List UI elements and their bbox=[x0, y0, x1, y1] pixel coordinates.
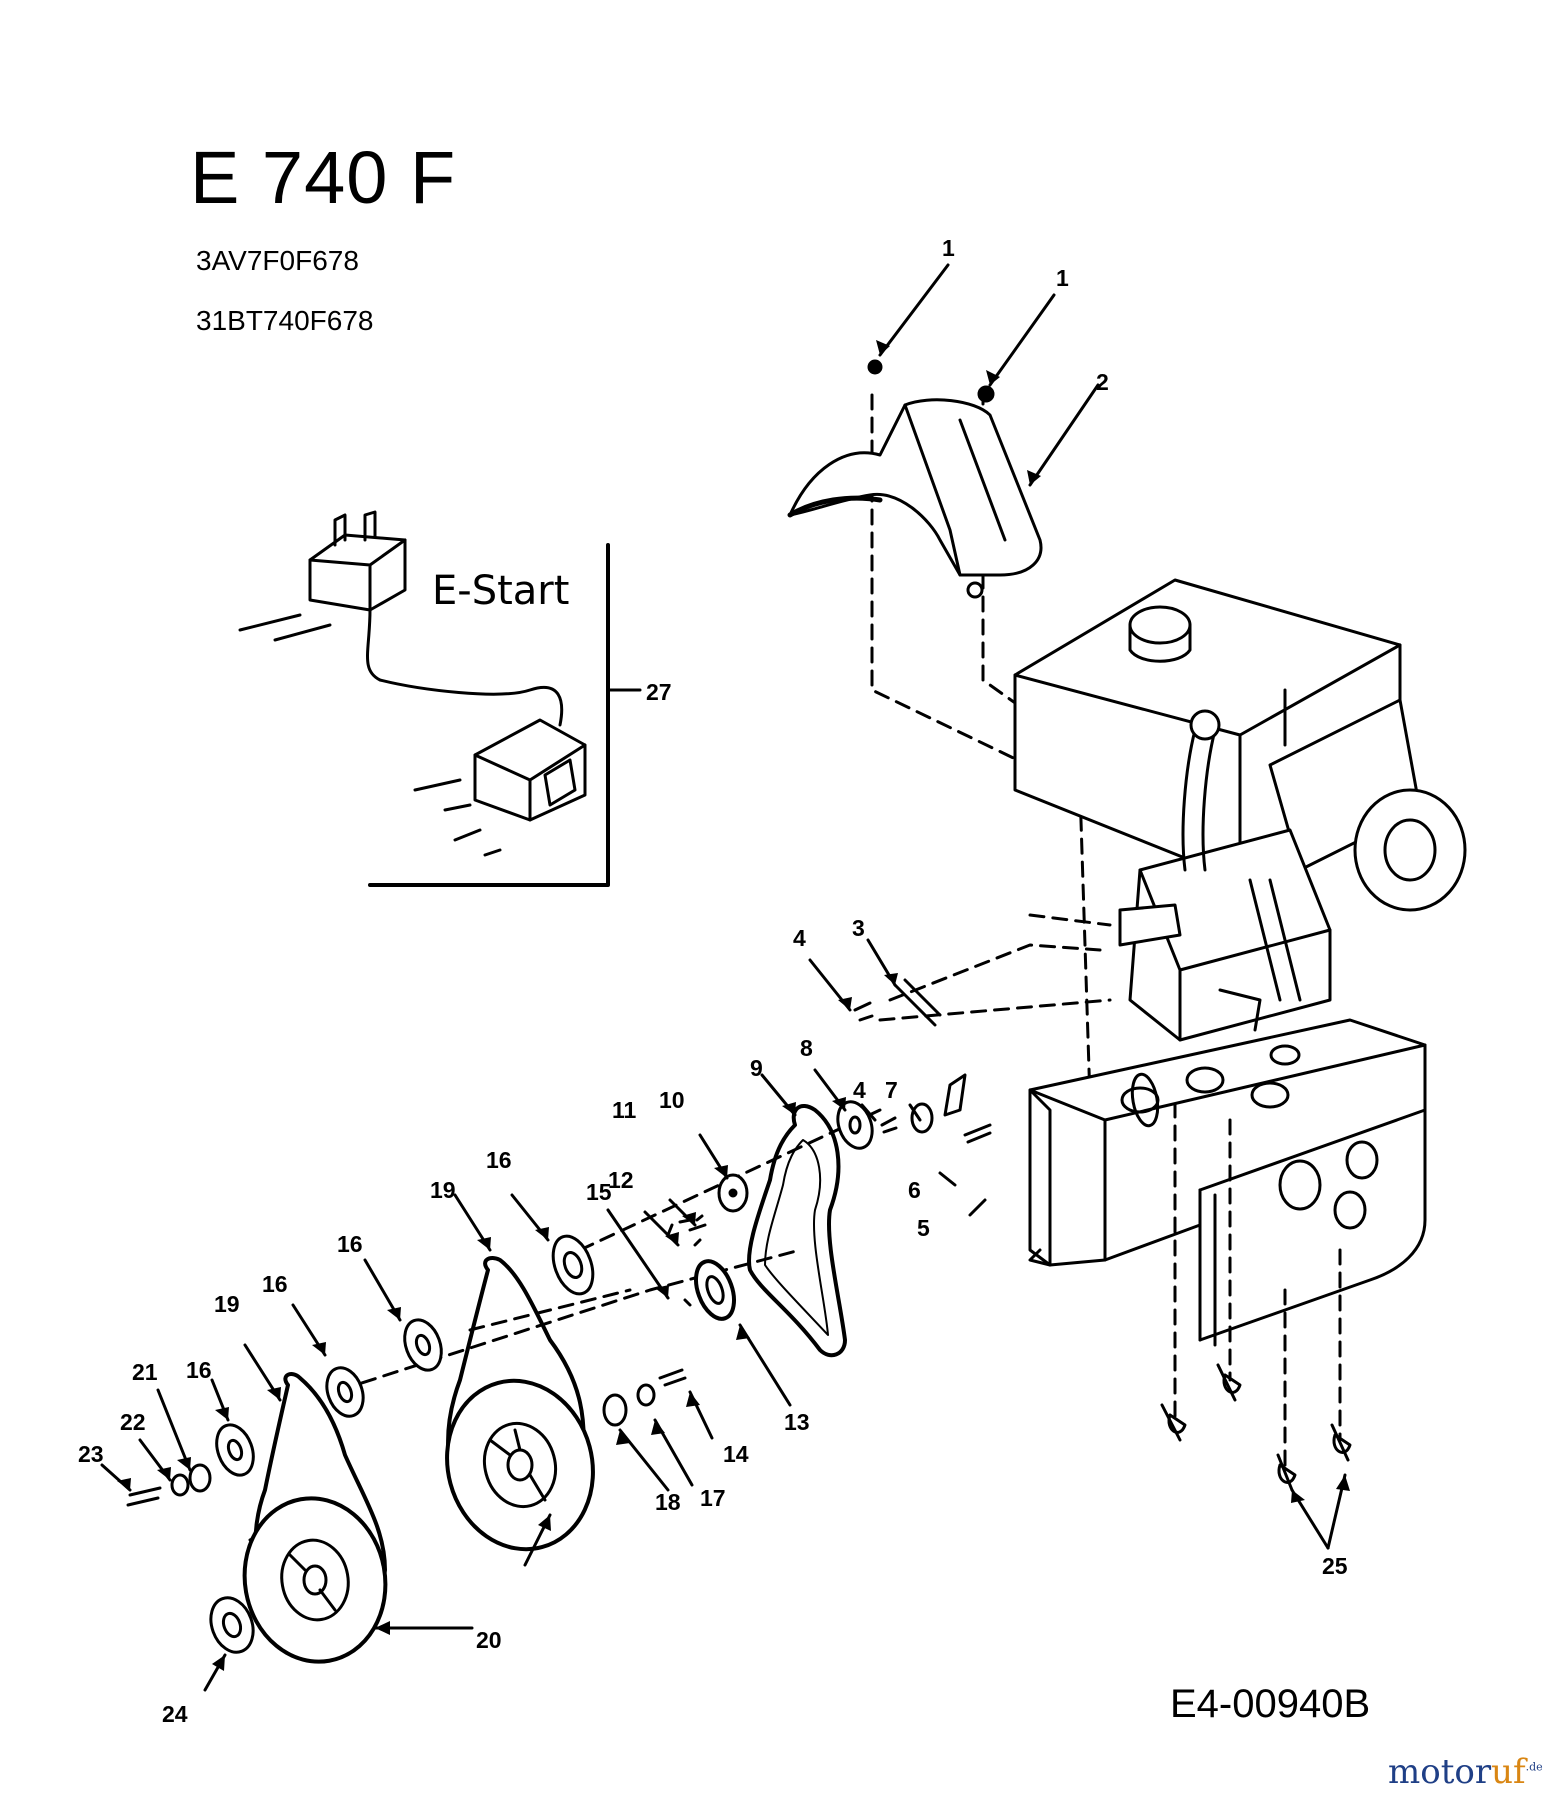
e-start-inset bbox=[238, 510, 642, 887]
document-number: E4-00940B bbox=[1170, 1682, 1371, 1726]
callout-15: 15 bbox=[586, 1179, 612, 1205]
model-code-2: 31BT740F678 bbox=[196, 305, 374, 336]
callout-3: 3 bbox=[852, 915, 865, 941]
callout-1: 1 bbox=[942, 235, 955, 261]
frame-plate bbox=[1028, 1018, 1427, 1347]
e-start-label: E-Start bbox=[432, 568, 569, 614]
callout-20: 20 bbox=[476, 1627, 502, 1653]
callout-16: 16 bbox=[486, 1147, 512, 1173]
callout-7: 7 bbox=[885, 1077, 898, 1103]
callout-17: 17 bbox=[700, 1485, 726, 1511]
callout-5: 5 bbox=[917, 1215, 930, 1241]
callout-4: 4 bbox=[853, 1077, 866, 1103]
callout-16: 16 bbox=[337, 1231, 363, 1257]
callout-4: 4 bbox=[793, 925, 806, 951]
callout-25: 25 bbox=[1322, 1553, 1348, 1579]
callout-8: 8 bbox=[800, 1035, 813, 1061]
callout-2: 2 bbox=[1096, 369, 1109, 395]
arrow-heads bbox=[117, 340, 1350, 1671]
callout-1: 1 bbox=[1056, 265, 1069, 291]
callout-19: 19 bbox=[214, 1291, 240, 1317]
callout-13: 13 bbox=[784, 1409, 810, 1435]
callout-21: 21 bbox=[132, 1359, 158, 1385]
brand-main: motor bbox=[1388, 1752, 1492, 1792]
brand-accent: uf bbox=[1491, 1752, 1526, 1792]
callout-11: 11 bbox=[612, 1097, 637, 1123]
callout-10: 10 bbox=[659, 1087, 685, 1113]
brand-tld: .de bbox=[1525, 1760, 1543, 1774]
engine-assembly bbox=[1013, 578, 1467, 1042]
diagram-title: E 740 F bbox=[190, 136, 457, 219]
brand-watermark: motoruf.de bbox=[1388, 1752, 1543, 1792]
callout-23: 23 bbox=[78, 1441, 104, 1467]
callout-27: 27 bbox=[646, 679, 672, 705]
callout-22: 22 bbox=[120, 1409, 146, 1435]
hardware-parts bbox=[126, 359, 1352, 1654]
callout-19: 19 bbox=[430, 1177, 456, 1203]
belts-and-pulleys bbox=[242, 1104, 847, 1664]
callout-16: 16 bbox=[262, 1271, 288, 1297]
callout-16: 16 bbox=[186, 1357, 212, 1383]
callout-24: 24 bbox=[162, 1701, 188, 1727]
callout-numbers: 1 1 2 27 4 3 8 9 7 4 10 11 12 6 5 16 15 … bbox=[78, 235, 1348, 1727]
model-code-1: 3AV7F0F678 bbox=[196, 245, 359, 276]
callout-12: 12 bbox=[608, 1167, 634, 1193]
callout-6: 6 bbox=[908, 1177, 921, 1203]
callout-9: 9 bbox=[750, 1055, 763, 1081]
callout-14: 14 bbox=[723, 1441, 749, 1467]
callout-18: 18 bbox=[655, 1489, 681, 1515]
shroud-cover bbox=[787, 398, 1043, 599]
